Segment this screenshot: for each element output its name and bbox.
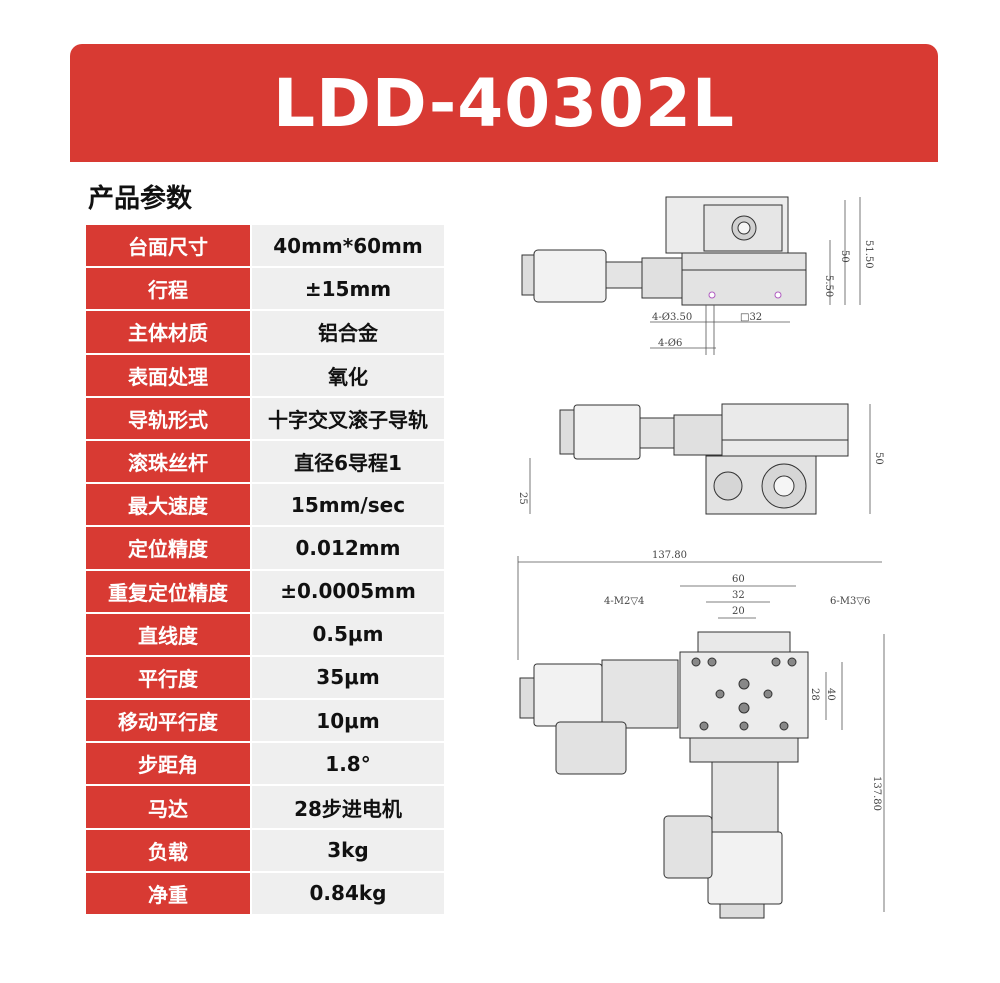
side-dim-b: 50 [873, 452, 884, 465]
top-dim-32: 32 [732, 590, 745, 601]
spec-label: 导轨形式 [86, 397, 250, 441]
top-dim-60: 60 [732, 574, 745, 585]
spec-row: 表面处理氧化 [86, 354, 444, 398]
spec-value: 十字交叉滚子导轨 [252, 397, 444, 441]
top-hole-left: 4-M2▽4 [604, 596, 644, 607]
spec-label: 负载 [86, 829, 250, 873]
spec-label: 表面处理 [86, 354, 250, 398]
spec-label: 主体材质 [86, 311, 250, 355]
spec-label: 移动平行度 [86, 700, 250, 744]
spec-label: 台面尺寸 [86, 225, 250, 269]
spec-row: 重复定位精度±0.0005mm [86, 570, 444, 614]
top-dim-40: 40 [825, 688, 836, 701]
spec-label: 行程 [86, 268, 250, 312]
spec-value: 35μm [252, 656, 444, 701]
front-view-drawing [521, 196, 861, 355]
spec-value: ±0.0005mm [252, 570, 444, 614]
spec-label: 重复定位精度 [86, 570, 250, 614]
spec-value: 直径6导程1 [252, 440, 444, 485]
side-view-drawing [529, 403, 871, 515]
spec-label: 直线度 [86, 613, 250, 657]
front-dim-f: 51.50 [863, 240, 874, 269]
side-dim-a: 25 [517, 492, 528, 505]
spec-value: 0.012mm [252, 527, 444, 571]
spec-row: 行程±15mm [86, 268, 444, 312]
top-dim-height: 137.80 [871, 776, 882, 811]
top-hole-right: 6-M3▽6 [830, 596, 870, 607]
front-dim-b: □32 [740, 312, 762, 323]
spec-value: 10μm [252, 700, 444, 744]
spec-label: 净重 [86, 872, 250, 916]
section-title: 产品参数 [88, 184, 193, 214]
spec-label: 平行度 [86, 656, 250, 701]
spec-label: 最大速度 [86, 484, 250, 528]
top-dim-width: 137.80 [652, 550, 687, 561]
spec-row: 导轨形式十字交叉滚子导轨 [86, 397, 444, 441]
spec-row: 主体材质铝合金 [86, 311, 444, 355]
spec-label: 步距角 [86, 743, 250, 787]
spec-row: 滚珠丝杆直径6导程1 [86, 440, 444, 485]
top-view-drawing [517, 556, 885, 919]
spec-value: ±15mm [252, 268, 444, 312]
spec-label: 定位精度 [86, 527, 250, 571]
spec-label: 滚珠丝杆 [86, 440, 250, 485]
front-dim-c: 4-Ø6 [658, 338, 682, 349]
spec-value: 15mm/sec [252, 484, 444, 528]
spec-value: 0.5μm [252, 613, 444, 657]
spec-value: 氧化 [252, 354, 444, 398]
spec-value: 1.8° [252, 743, 444, 787]
spec-value: 28步进电机 [252, 786, 444, 830]
top-dim-28: 28 [809, 688, 820, 701]
front-dim-a: 4-Ø3.50 [652, 312, 692, 323]
spec-value: 40mm*60mm [252, 225, 444, 269]
front-dim-e: 50 [839, 250, 850, 263]
front-dim-d: 5.50 [823, 275, 834, 297]
product-model-title: LDD-40302L [273, 64, 735, 142]
title-banner: LDD-40302L [70, 44, 938, 162]
spec-value: 铝合金 [252, 311, 444, 355]
spec-value: 3kg [252, 829, 444, 873]
spec-label: 马达 [86, 786, 250, 830]
top-dim-20: 20 [732, 606, 745, 617]
spec-value: 0.84kg [252, 872, 444, 916]
